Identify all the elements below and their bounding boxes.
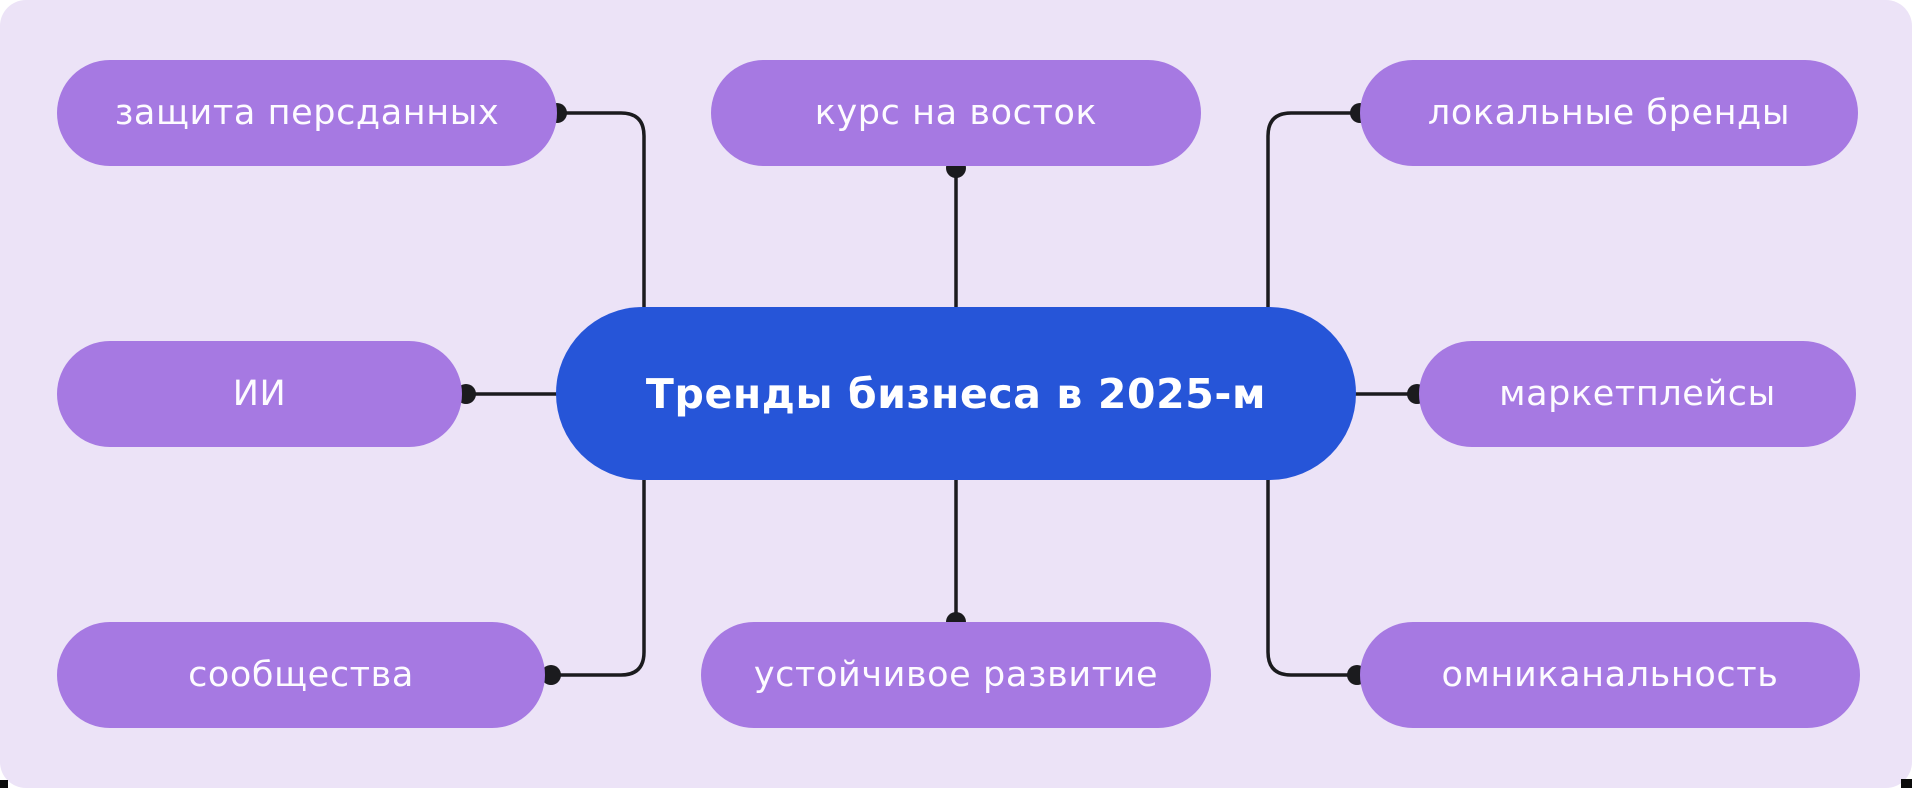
node-label: омниканальность [1441,655,1779,695]
node-omnichannel[interactable]: омниканальность [1360,622,1860,728]
node-label: защита персданных [114,93,500,133]
node-marketplaces[interactable]: маркетплейсы [1419,341,1856,447]
crop-artifact-bottom-right [1901,779,1912,788]
center-node-business-trends-2025[interactable]: Тренды бизнеса в 2025-м [556,307,1356,480]
center-node-label: Тренды бизнеса в 2025-м [645,369,1267,418]
node-label: устойчивое развитие [753,655,1159,695]
node-local-brands[interactable]: локальные бренды [1360,60,1858,166]
node-course-east[interactable]: курс на восток [711,60,1201,166]
node-label: ИИ [232,374,287,414]
crop-artifact-bottom-left [0,780,8,788]
node-sustainable-development[interactable]: устойчивое развитие [701,622,1211,728]
node-label: маркетплейсы [1499,374,1776,414]
node-label: сообщества [188,655,414,695]
node-communities[interactable]: сообщества [57,622,545,728]
node-data-protection[interactable]: защита персданных [57,60,557,166]
node-label: курс на восток [814,93,1098,133]
node-label: локальные бренды [1427,93,1791,133]
node-ai[interactable]: ИИ [57,341,462,447]
